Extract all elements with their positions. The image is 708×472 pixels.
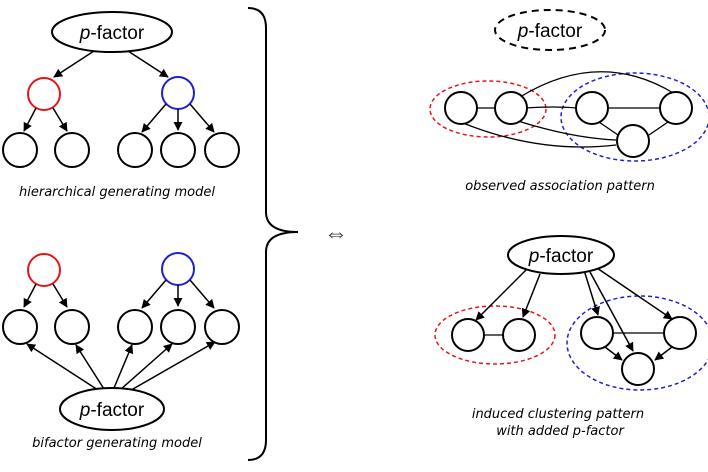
edge-pfactor-item2 <box>521 273 541 318</box>
edge-blue-item3 <box>141 279 167 309</box>
p-factor-label-hierarchical: p-factor <box>79 23 145 44</box>
item-node <box>659 91 693 125</box>
association-edge <box>648 121 669 136</box>
hierarchical-model: p-factor hierarchical generating model <box>2 11 240 200</box>
p-factor-node-bifactor <box>59 387 165 431</box>
association-edge <box>598 121 619 136</box>
edge-pfactor-item3 <box>113 344 134 389</box>
item-node <box>575 91 609 125</box>
red-factor-node <box>27 253 61 287</box>
red-cluster-outline <box>429 80 547 138</box>
p-factor-node-added <box>507 235 615 275</box>
edge-pfactor-item3 <box>583 269 600 316</box>
item-node <box>494 91 528 125</box>
edge-blue-internal <box>654 346 673 361</box>
edge-blue-internal <box>604 346 623 361</box>
edge-blue-item5 <box>189 103 215 133</box>
edge-pfactor-item2 <box>75 344 105 390</box>
caption-observed: observed association pattern <box>465 179 655 194</box>
edge-pfactor-item5 <box>125 341 216 394</box>
item-node <box>2 309 38 345</box>
item-node <box>444 91 478 125</box>
caption-hierarchical: hierarchical generating model <box>19 185 215 200</box>
item-node <box>2 132 38 168</box>
item-node <box>54 132 90 168</box>
blue-factor-node <box>161 252 195 286</box>
p-factor-node-latent <box>494 9 606 51</box>
edge-red-item1 <box>23 283 37 308</box>
association-edge <box>462 122 617 148</box>
curly-brace <box>247 7 299 461</box>
item-node <box>621 352 655 386</box>
edge-pfactor-blue <box>127 50 169 78</box>
edge-red-item1 <box>23 107 37 132</box>
edge-pfactor-item4 <box>593 265 673 320</box>
edge-pfactor-item4 <box>119 343 173 391</box>
edge-blue-item3 <box>141 103 167 133</box>
edge-red-item2 <box>52 283 68 308</box>
item-node <box>204 132 240 168</box>
item-node <box>117 132 153 168</box>
association-edge <box>519 71 676 98</box>
edge-pfactor-item1 <box>26 343 99 391</box>
caption-induced-line1: induced clustering pattern <box>472 407 644 422</box>
edge-pfactor-item5 <box>589 271 634 352</box>
edge-pfactor-red <box>53 50 95 78</box>
p-factor-label-added: p-factor <box>528 246 594 267</box>
association-edge <box>523 106 577 109</box>
edge-blue-item5 <box>189 279 215 309</box>
item-node <box>117 309 153 345</box>
equivalence-icon: ⇔ <box>324 220 348 247</box>
item-node <box>502 318 536 352</box>
red-factor-node <box>27 77 61 111</box>
bifactor-model: p-factor bifactor generating model <box>2 252 240 451</box>
caption-bifactor: bifactor generating model <box>32 436 202 451</box>
item-node <box>204 309 240 345</box>
edge-red-item2 <box>52 107 68 132</box>
p-factor-label-latent: p-factor <box>517 21 583 42</box>
item-node <box>160 309 196 345</box>
item-node <box>160 132 196 168</box>
p-factor-label-bifactor: p-factor <box>79 400 145 421</box>
item-node <box>451 318 485 352</box>
blue-cluster-outline <box>566 295 708 391</box>
item-node <box>663 316 697 350</box>
observed-pattern: p-factor observed association pattern <box>429 9 708 194</box>
item-node <box>616 124 650 158</box>
item-node <box>580 316 614 350</box>
edge-pfactor-item1 <box>475 269 527 321</box>
item-node <box>54 309 90 345</box>
blue-cluster-outline <box>560 72 708 162</box>
caption-induced-line2: with added p-factor <box>496 424 625 439</box>
red-cluster-outline <box>434 305 556 365</box>
p-factor-node-hierarchical <box>51 11 173 53</box>
association-edge <box>517 120 617 141</box>
induced-pattern: p-factor induced clustering pattern with… <box>434 235 708 439</box>
blue-factor-node <box>161 76 195 110</box>
